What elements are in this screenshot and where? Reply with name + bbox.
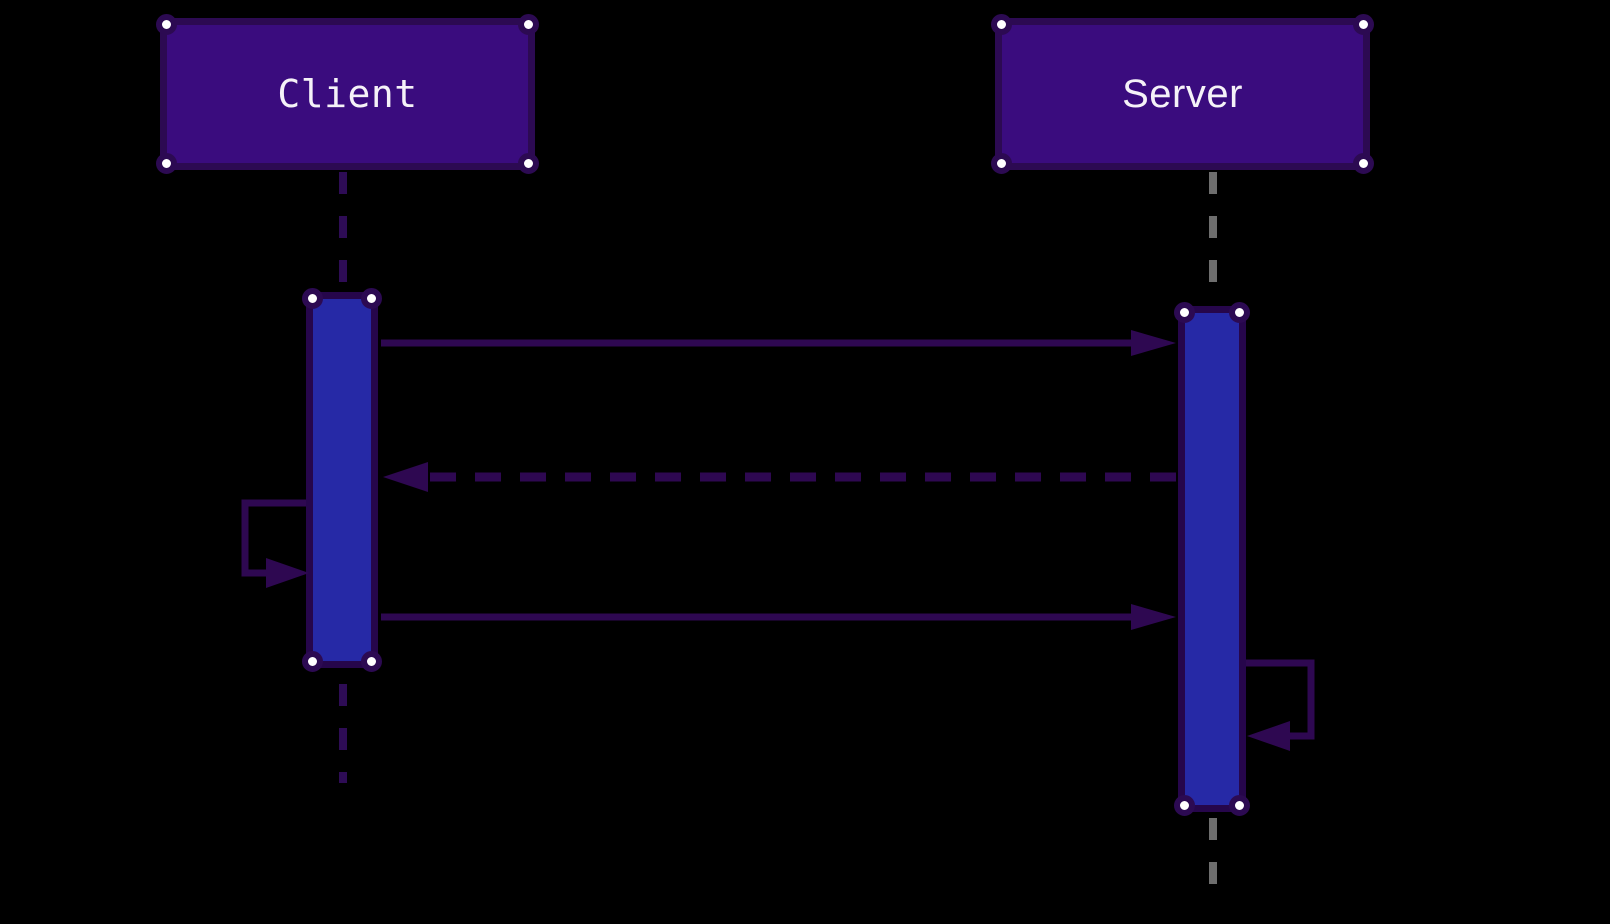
selection-handle[interactable] <box>302 651 323 672</box>
selection-handle[interactable] <box>1229 302 1250 323</box>
actor-label-client: Client <box>277 72 418 116</box>
selection-handle[interactable] <box>156 153 177 174</box>
activation-bar-server[interactable] <box>1174 302 1250 816</box>
selection-handle[interactable] <box>302 288 323 309</box>
self-loop-server[interactable] <box>1246 659 1315 751</box>
activation-bar-client[interactable] <box>302 288 382 672</box>
selection-handle[interactable] <box>1174 302 1195 323</box>
selection-handle[interactable] <box>1174 795 1195 816</box>
self-loop-client[interactable] <box>241 499 309 588</box>
selection-handle[interactable] <box>991 153 1012 174</box>
selection-handle[interactable] <box>1229 795 1250 816</box>
message-arrow-1[interactable] <box>381 330 1176 356</box>
selection-handle[interactable] <box>361 288 382 309</box>
selection-handle[interactable] <box>1353 14 1374 35</box>
actor-label-server: Server <box>1122 71 1243 116</box>
actor-box-client[interactable]: Client <box>156 14 539 174</box>
selection-handle[interactable] <box>156 14 177 35</box>
selection-handle[interactable] <box>991 14 1012 35</box>
selection-handle[interactable] <box>1353 153 1374 174</box>
actor-box-server[interactable]: Server <box>991 14 1374 174</box>
message-arrow-3[interactable] <box>381 604 1176 630</box>
selection-handle[interactable] <box>518 153 539 174</box>
selection-handle[interactable] <box>518 14 539 35</box>
selection-handle[interactable] <box>361 651 382 672</box>
message-arrow-2[interactable] <box>383 462 1176 492</box>
